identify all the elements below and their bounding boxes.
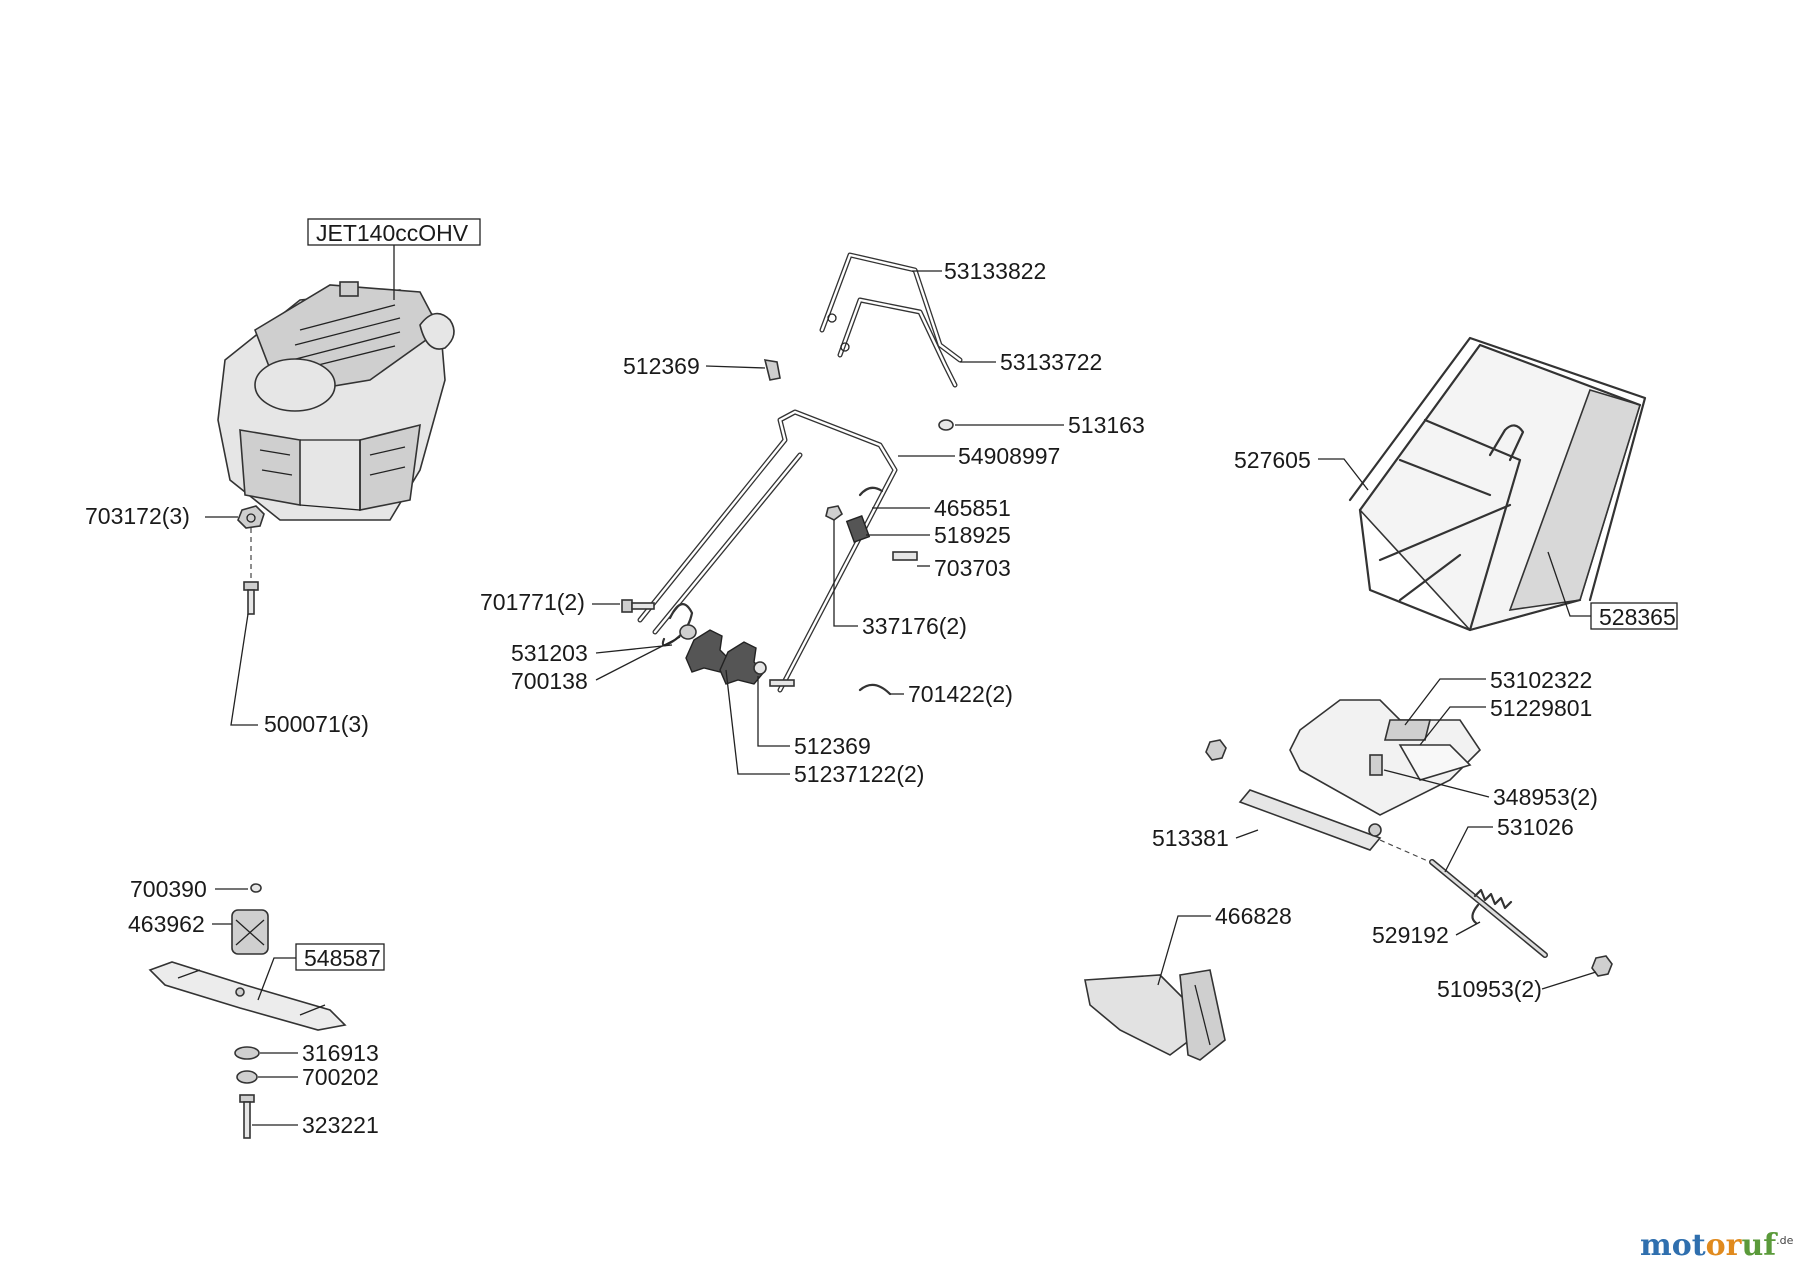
label-53133722: 53133722 — [1000, 349, 1102, 375]
nut-703172 — [237, 505, 265, 529]
label-531026: 531026 — [1497, 814, 1574, 840]
bolt-500071 — [243, 581, 259, 615]
label-466828: 466828 — [1215, 903, 1292, 929]
label-512369-top: 512369 — [623, 353, 700, 379]
label-529192: 529192 — [1372, 922, 1449, 948]
label-51237122: 51237122(2) — [794, 761, 924, 787]
washer-700138 — [679, 624, 697, 640]
label-518925: 518925 — [934, 522, 1011, 548]
washer-512369-bottom — [753, 661, 767, 675]
washer-700202 — [236, 1070, 258, 1084]
label-337176: 337176(2) — [862, 613, 967, 639]
nut-510953-left — [1205, 739, 1227, 761]
knobs-51237122 — [685, 629, 765, 685]
label-513163: 513163 — [1068, 412, 1145, 438]
label-316913: 316913 — [302, 1040, 379, 1066]
upper-handle-drawing — [819, 252, 963, 388]
label-528365-box — [1590, 602, 1678, 630]
label-engine: JET140ccOHV — [316, 220, 469, 246]
label-703703: 703703 — [934, 555, 1011, 581]
label-701771: 701771(2) — [480, 589, 585, 615]
engine-label-box — [307, 218, 481, 246]
label-510953: 510953(2) — [1437, 976, 1542, 1002]
engine-drawing — [217, 281, 455, 521]
label-700138: 700138 — [511, 668, 588, 694]
label-53102322: 53102322 — [1490, 667, 1592, 693]
lower-handle-drawing — [637, 409, 898, 693]
label-513381: 513381 — [1152, 825, 1229, 851]
rod-and-spring — [1379, 839, 1613, 977]
label-512369-bottom: 512369 — [794, 733, 871, 759]
label-548587: 548587 — [304, 945, 381, 971]
clip-512369-top — [763, 359, 781, 381]
bolt-bottom — [769, 679, 795, 687]
label-527605: 527605 — [1234, 447, 1311, 473]
clip-701422 — [858, 683, 892, 696]
label-700202: 700202 — [302, 1064, 379, 1090]
watermark-logo: motoruf.de — [1640, 1228, 1794, 1263]
label-703172: 703172(3) — [85, 503, 190, 529]
bolt-323221 — [239, 1094, 255, 1139]
label-500071: 500071(3) — [264, 711, 369, 737]
mulch-plug-466828 — [1084, 969, 1226, 1061]
label-700390: 700390 — [130, 876, 207, 902]
label-463962: 463962 — [128, 911, 205, 937]
grass-catcher-drawing — [1348, 336, 1647, 632]
label-528365: 528365 — [1599, 604, 1676, 630]
label-531203: 531203 — [511, 640, 588, 666]
label-323221: 323221 — [302, 1112, 379, 1138]
adapter-463962 — [231, 909, 269, 955]
rear-flap-drawing — [1238, 699, 1482, 851]
key-700390 — [250, 883, 262, 893]
label-51229801: 51229801 — [1490, 695, 1592, 721]
cable-clamp-cluster — [825, 486, 918, 561]
bolt-701771 — [621, 599, 655, 613]
label-53133822: 53133822 — [944, 258, 1046, 284]
washer-316913 — [234, 1046, 260, 1060]
label-54908997: 54908997 — [958, 443, 1060, 469]
label-548587-box — [295, 943, 385, 971]
label-465851: 465851 — [934, 495, 1011, 521]
washer-513163 — [938, 419, 954, 431]
label-348953: 348953(2) — [1493, 784, 1598, 810]
label-701422: 701422(2) — [908, 681, 1013, 707]
blade-548587 — [148, 961, 347, 1031]
